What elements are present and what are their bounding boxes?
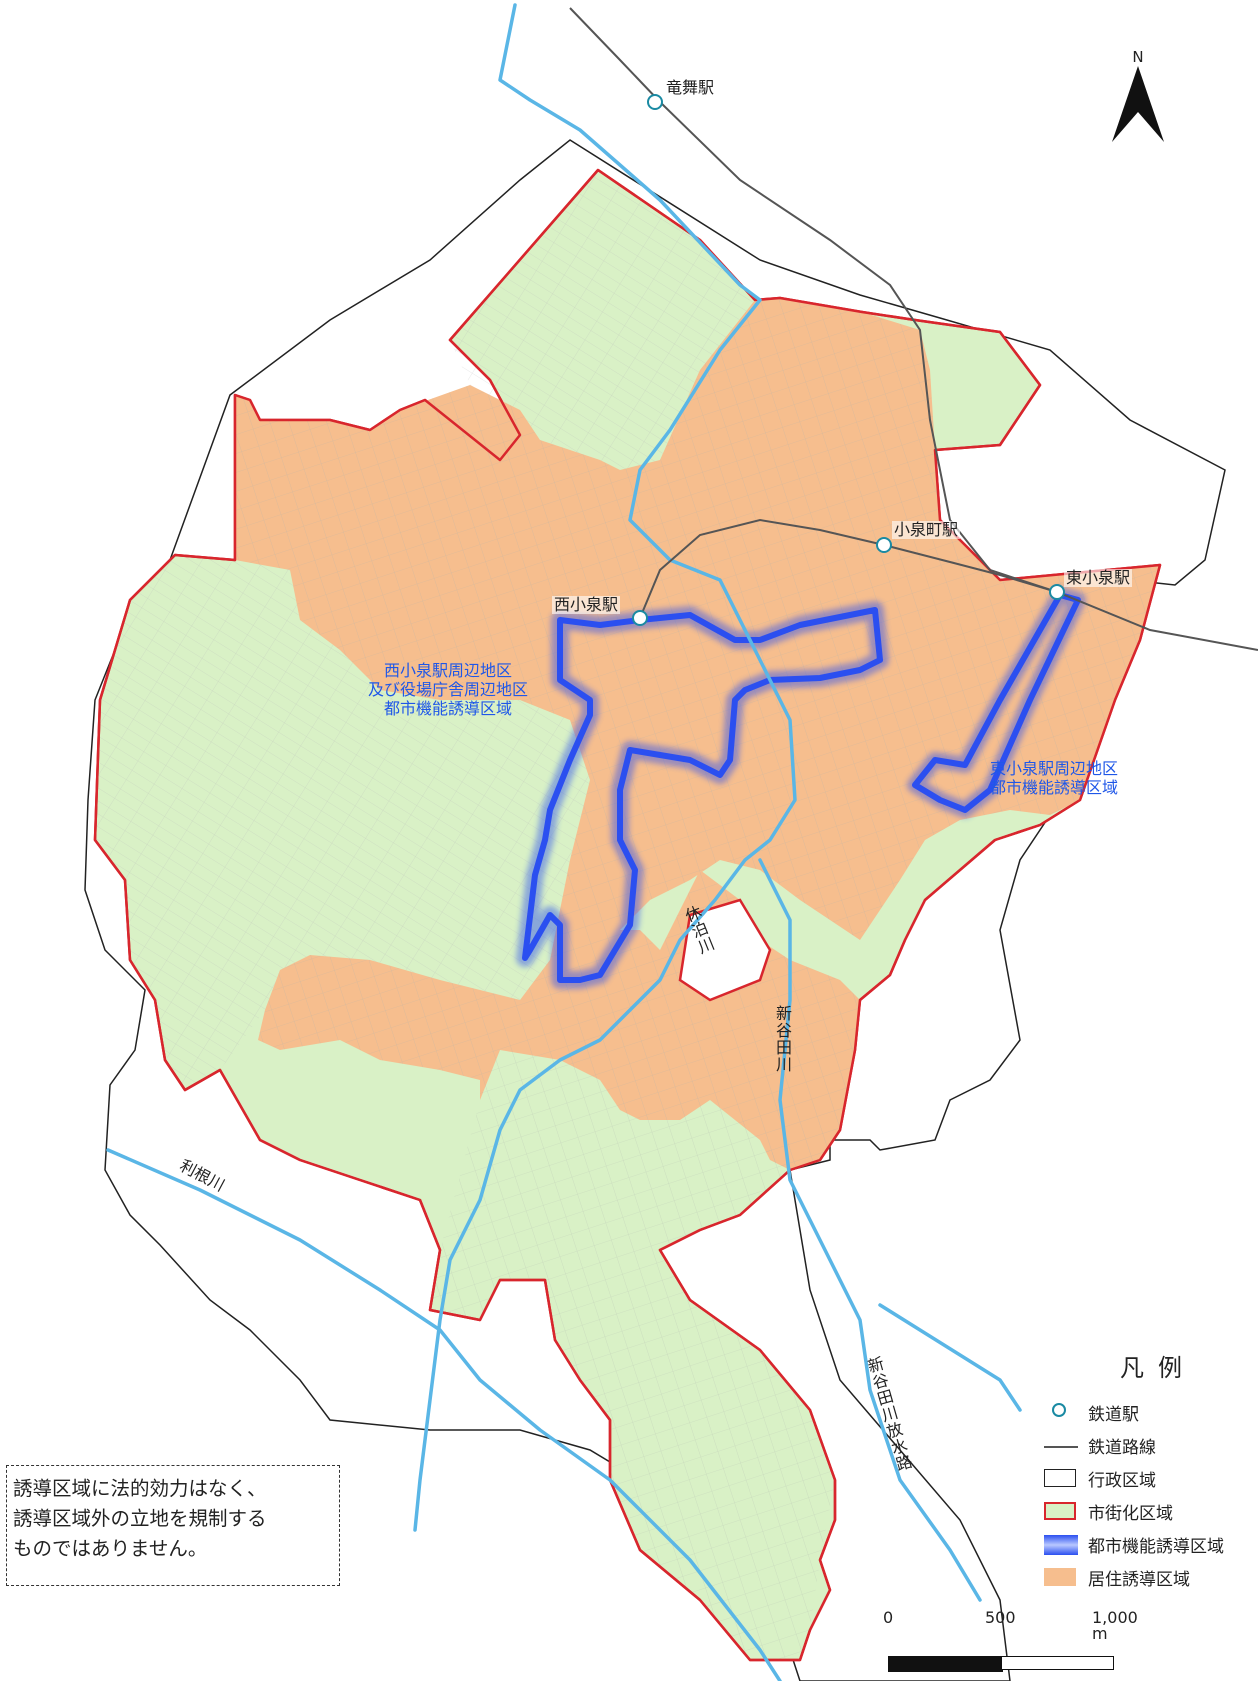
urban-texture [95,170,755,1090]
legend-label: 鉄道路線 [1088,1438,1156,1458]
station-label-ryumai: 竜舞駅 [664,78,717,97]
legend-item-urban: 市街化区域 [1044,1495,1256,1528]
scale-tick-0: 0 [883,1608,894,1627]
func-zone-east [907,587,1086,818]
notice-line-2: 誘導区域外の立地を規制する [13,1507,267,1530]
legend: 凡例 鉄道駅 鉄道路線 行政区域 市街化区域 都市機能誘導区域 居住誘導区域 [1044,1356,1256,1594]
func-zone-west [516,601,889,989]
residential-area-texture [235,298,1160,1170]
west-zone-line-1: 西小泉駅周辺地区 [384,661,513,680]
railway-west [639,518,1058,619]
scale-bar: 0 500 1,000 m [880,1610,1140,1680]
river-kyuhaku [413,3,797,1532]
legend-title: 凡例 [1120,1354,1196,1382]
legend-label: 居住誘導区域 [1088,1570,1190,1590]
legend-item-func: 都市機能誘導区域 [1044,1528,1256,1561]
urbanization-hole [678,898,772,1002]
station-icon [1052,1402,1066,1417]
scale-tick-1000: 1,000 m [1092,1608,1138,1643]
west-zone-line-2: 及び役場庁舎周辺地区 [368,679,529,699]
notice-line-1: 誘導区域に法的効力はなく、 [13,1477,267,1500]
station-label-nishikoizumi: 西小泉駅 [552,595,621,614]
legend-label: 都市機能誘導区域 [1088,1537,1224,1557]
urban-texture-south [430,1050,835,1660]
stations [632,94,1065,626]
func-zone-swatch [1044,1534,1078,1555]
station-higashikoizumi [1049,584,1065,600]
scale-bar-white [1001,1656,1114,1670]
legend-item-admin: 行政区域 [1044,1462,1256,1495]
north-arrow: N [1108,50,1168,144]
west-zone-line-3: 都市機能誘導区域 [384,698,513,718]
station-label-koizumimachi: 小泉町駅 [892,520,961,539]
scale-bar-black [888,1656,1003,1672]
scale-tick-500: 500 [985,1608,1016,1627]
rail-line-icon [1044,1445,1078,1448]
river-shinyata [758,858,982,1602]
admin-area-swatch [1044,1468,1076,1487]
notice-line-3: ものではありません。 [13,1537,208,1560]
east-zone-label: 東小泉駅周辺地区 都市機能誘導区域 [990,759,1119,798]
legend-label: 鉄道駅 [1088,1405,1139,1425]
station-ryumai [647,94,663,110]
station-koizumimachi [876,537,892,553]
north-arrow-icon [1112,66,1164,142]
legend-item-station: 鉄道駅 [1044,1396,1256,1429]
rivers [106,3,1022,1681]
east-zone-line-2: 都市機能誘導区域 [990,777,1119,797]
notice-box: 誘導区域に法的効力はなく、 誘導区域外の立地を規制する ものではありません。 [6,1465,340,1586]
north-label: N [1132,48,1144,66]
west-zone-label: 西小泉駅周辺地区 及び役場庁舎周辺地区 都市機能誘導区域 [368,661,529,719]
river-floodway [878,1303,1022,1412]
legend-item-resi: 居住誘導区域 [1044,1561,1256,1594]
urban-area-swatch [1044,1501,1076,1520]
river-tone [106,1148,782,1681]
east-zone-line-1: 東小泉駅周辺地区 [990,759,1119,778]
legend-item-rail: 鉄道路線 [1044,1429,1256,1462]
legend-label: 行政区域 [1088,1471,1156,1491]
river-label-shinyata: 新谷田川 [773,1005,792,1073]
legend-label: 市街化区域 [1088,1504,1173,1524]
residential-swatch [1044,1567,1076,1586]
station-label-higashikoizumi: 東小泉駅 [1064,568,1133,587]
station-nishikoizumi [632,610,648,626]
